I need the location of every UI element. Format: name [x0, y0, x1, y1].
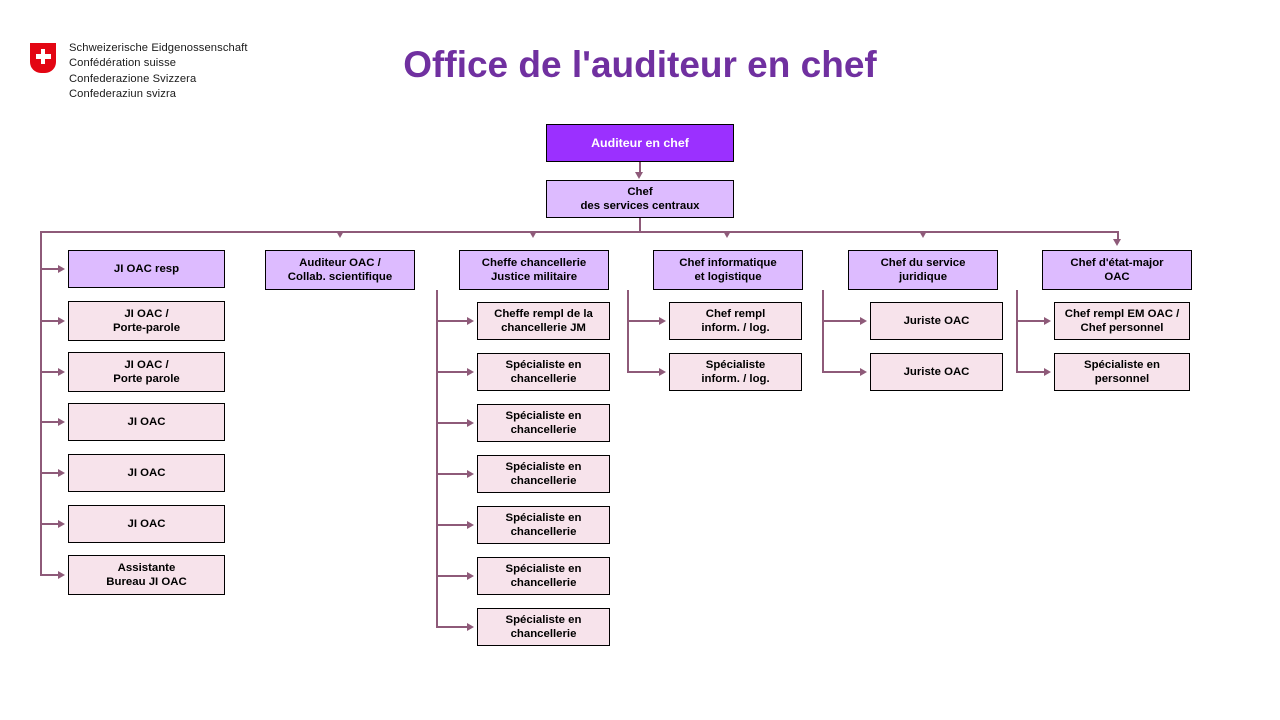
node-c5-item-0[interactable]: Juriste OAC	[870, 302, 1003, 340]
arrow-c6-item-0	[1044, 316, 1051, 325]
arrow-c1-item-1	[58, 367, 65, 376]
node-auditeur-oac-collab[interactable]: Auditeur OAC / Collab. scientifique	[265, 250, 415, 290]
node-c4-item-0[interactable]: Chef rempl inform. / log.	[669, 302, 802, 340]
node-c1-item-5[interactable]: Assistante Bureau JI OAC	[68, 555, 225, 595]
node-c3-item-6[interactable]: Spécialiste en chancellerie	[477, 608, 610, 646]
arrow-c5-head	[919, 231, 927, 238]
connector-c6-item-1	[1016, 371, 1046, 373]
node-c3-item-2[interactable]: Spécialiste en chancellerie	[477, 404, 610, 442]
connector-c4-item-0	[627, 320, 661, 322]
arrow-c5-item-1	[860, 367, 867, 376]
connector-c5-item-0	[822, 320, 862, 322]
swiss-confederation-logo: Schweizerische Eidgenossenschaft Confédé…	[30, 42, 310, 104]
connector-root-to-chef	[639, 162, 641, 174]
arrow-c4-item-0	[659, 316, 666, 325]
confederation-names: Schweizerische Eidgenossenschaft Confédé…	[69, 41, 248, 103]
node-c3-item-5[interactable]: Spécialiste en chancellerie	[477, 557, 610, 595]
connector-c1-item-2	[40, 421, 60, 423]
node-ji-oac-resp[interactable]: JI OAC resp	[68, 250, 225, 288]
node-c1-item-0[interactable]: JI OAC / Porte-parole	[68, 301, 225, 341]
node-c5-item-1[interactable]: Juriste OAC	[870, 353, 1003, 391]
node-c3-item-0[interactable]: Cheffe rempl de la chancellerie JM	[477, 302, 610, 340]
spine-column-6	[1016, 290, 1018, 372]
spine-column-1	[40, 231, 42, 574]
arrow-c6-item-1	[1044, 367, 1051, 376]
node-c3-item-4[interactable]: Spécialiste en chancellerie	[477, 506, 610, 544]
page-title: Office de l'auditeur en chef	[403, 44, 877, 85]
arrow-c3-item-2	[467, 418, 474, 427]
node-chef-services-centraux[interactable]: Chef des services centraux	[546, 180, 734, 218]
arrow-c3-item-1	[467, 367, 474, 376]
arrow-c1-item-3	[58, 468, 65, 477]
arrow-c2-head	[336, 231, 344, 238]
arrow-c4-head	[723, 231, 731, 238]
arrow-c1-head	[58, 264, 65, 273]
connector-c1-item-4	[40, 523, 60, 525]
connector-c1-head	[40, 268, 60, 270]
node-chef-etat-major[interactable]: Chef d'état-major OAC	[1042, 250, 1192, 290]
connector-c3-item-3	[436, 473, 469, 475]
arrow-c3-head	[529, 231, 537, 238]
arrow-c3-item-0	[467, 316, 474, 325]
arrow-c6-head	[1113, 239, 1121, 246]
arrow-c1-item-2	[58, 417, 65, 426]
arrow-root-to-chef	[635, 172, 643, 179]
spine-column-5	[822, 290, 824, 372]
arrow-c3-item-3	[467, 469, 474, 478]
connector-c6-item-0	[1016, 320, 1046, 322]
arrow-c4-item-1	[659, 367, 666, 376]
node-c3-item-3[interactable]: Spécialiste en chancellerie	[477, 455, 610, 493]
connector-c3-item-2	[436, 422, 469, 424]
arrow-c1-item-4	[58, 519, 65, 528]
connector-c3-item-4	[436, 524, 469, 526]
spine-column-4	[627, 290, 629, 372]
connector-chef-to-bus	[639, 218, 641, 232]
connector-c3-item-6	[436, 626, 469, 628]
logo-line-it: Confederazione Svizzera	[69, 72, 197, 85]
node-c1-item-4[interactable]: JI OAC	[68, 505, 225, 543]
swiss-flag-icon	[30, 43, 56, 73]
node-c1-item-2[interactable]: JI OAC	[68, 403, 225, 441]
logo-line-rm: Confederaziun svizra	[69, 88, 177, 101]
node-c1-item-1[interactable]: JI OAC / Porte parole	[68, 352, 225, 392]
arrow-c5-item-0	[860, 316, 867, 325]
node-auditeur-en-chef[interactable]: Auditeur en chef	[546, 124, 734, 162]
logo-line-fr: Confédération suisse	[69, 57, 177, 70]
node-c3-item-1[interactable]: Spécialiste en chancellerie	[477, 353, 610, 391]
connector-c3-item-1	[436, 371, 469, 373]
logo-line-de: Schweizerische Eidgenossenschaft	[69, 42, 248, 54]
distribution-bus	[40, 231, 1118, 233]
arrow-c3-item-6	[467, 622, 474, 631]
node-cheffe-chancellerie[interactable]: Cheffe chancellerie Justice militaire	[459, 250, 609, 290]
arrow-c3-item-4	[467, 520, 474, 529]
connector-c4-item-1	[627, 371, 661, 373]
node-c6-item-1[interactable]: Spécialiste en personnel	[1054, 353, 1190, 391]
connector-c5-item-1	[822, 371, 862, 373]
arrow-c3-item-5	[467, 571, 474, 580]
node-c1-item-3[interactable]: JI OAC	[68, 454, 225, 492]
connector-c1-item-1	[40, 371, 60, 373]
connector-c1-item-3	[40, 472, 60, 474]
connector-bus-to-c6	[1117, 231, 1119, 241]
connector-c3-item-0	[436, 320, 469, 322]
connector-c1-item-0	[40, 320, 60, 322]
arrow-c1-item-0	[58, 316, 65, 325]
connector-c1-item-5	[40, 574, 60, 576]
arrow-c1-item-5	[58, 570, 65, 579]
node-c4-item-1[interactable]: Spécialiste inform. / log.	[669, 353, 802, 391]
spine-column-3	[436, 290, 438, 627]
node-chef-service-juridique[interactable]: Chef du service juridique	[848, 250, 998, 290]
connector-c3-item-5	[436, 575, 469, 577]
node-chef-informatique[interactable]: Chef informatique et logistique	[653, 250, 803, 290]
node-c6-item-0[interactable]: Chef rempl EM OAC / Chef personnel	[1054, 302, 1190, 340]
